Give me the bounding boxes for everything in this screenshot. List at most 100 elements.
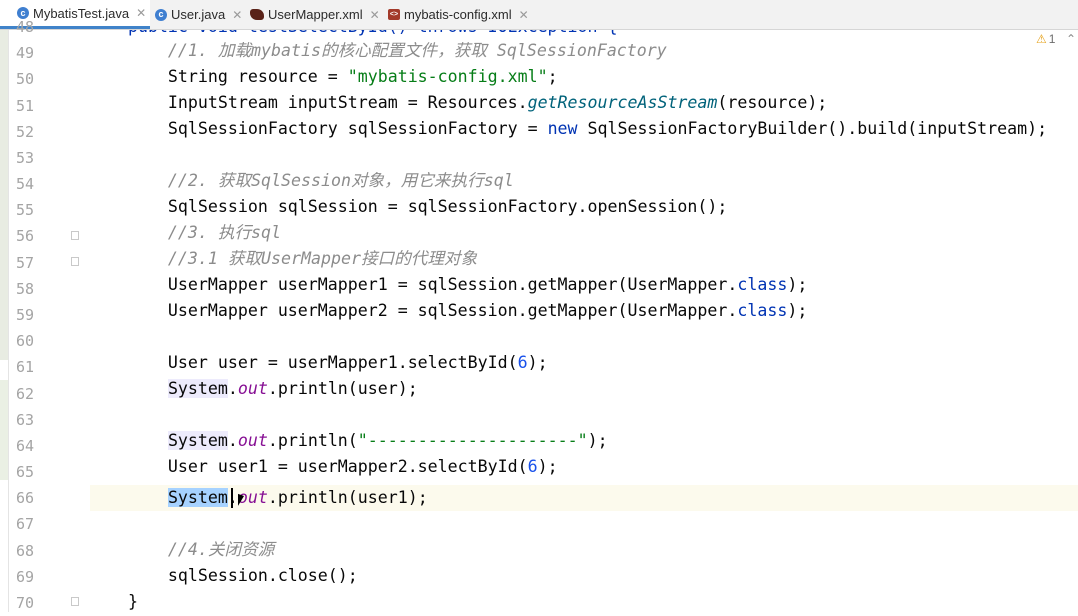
static-field: out — [237, 431, 268, 450]
tab-mybatistest-java[interactable]: MybatisTest.java ✕ — [0, 0, 150, 29]
selected-text: System — [167, 488, 228, 507]
fold-marker-icon[interactable] — [71, 231, 79, 240]
tab-mybatis-config-xml[interactable]: mybatis-config.xml ✕ — [388, 0, 529, 29]
indent — [88, 431, 168, 450]
code-line-51: InputStream inputStream = Resources.getR… — [88, 90, 827, 116]
code-line-66: System.out.println(user1); — [88, 485, 428, 511]
code-text: User user1 = userMapper2.selectById( — [88, 457, 528, 476]
static-method: getResourceAsStream — [527, 93, 718, 112]
string-literal: "---------------------" — [357, 431, 588, 450]
editor-tab-bar: MybatisTest.java ✕ User.java ✕ UserMappe… — [0, 0, 1078, 30]
code-line-64: System.out.println("--------------------… — [88, 428, 608, 454]
code-text: ); — [527, 353, 548, 372]
line-number: 58 — [15, 279, 34, 298]
keyword: class — [737, 275, 788, 294]
gutter-divider — [8, 30, 9, 612]
class-reference: System — [167, 431, 228, 450]
code-line-70: } — [88, 589, 138, 612]
code-line-57: //3.1 获取UserMapper接口的代理对象 — [88, 246, 477, 272]
code-line-49: //1. 加载mybatis的核心配置文件，获取 SqlSessionFacto… — [88, 38, 667, 64]
code-text: ); — [587, 431, 608, 450]
indent — [88, 379, 168, 398]
close-tab-icon[interactable]: ✕ — [518, 7, 529, 22]
line-number: 68 — [15, 541, 34, 560]
code-text: ); — [537, 457, 558, 476]
close-tab-icon[interactable]: ✕ — [369, 7, 380, 22]
code-text: String resource = — [88, 67, 348, 86]
code-line-54: //2. 获取SqlSession对象，用它来执行sql — [88, 168, 514, 194]
string-literal: "mybatis-config.xml" — [347, 67, 548, 86]
code-line-55: SqlSession sqlSession = sqlSessionFactor… — [88, 194, 727, 220]
line-number: 52 — [15, 122, 34, 141]
code-text: . — [227, 431, 238, 450]
number-literal: 6 — [527, 457, 538, 476]
line-number: 50 — [15, 70, 34, 89]
line-number: 66 — [15, 489, 34, 508]
line-number: 51 — [15, 96, 34, 115]
line-number-gutter[interactable] — [0, 30, 90, 612]
warning-icon: ⚠ — [1036, 32, 1047, 46]
java-class-icon — [155, 8, 167, 21]
code-text: sqlSession.close(); — [88, 566, 358, 585]
code-text: ); — [787, 275, 808, 294]
number-literal: 6 — [517, 353, 528, 372]
java-class-icon — [17, 7, 29, 19]
keyword: class — [737, 301, 788, 320]
code-line-59: UserMapper userMapper2 = sqlSession.getM… — [88, 298, 807, 324]
code-text: ; — [547, 67, 558, 86]
current-line-highlight — [90, 485, 1078, 511]
indent — [88, 488, 168, 507]
line-number: 70 — [15, 593, 34, 612]
line-number: 59 — [15, 305, 34, 324]
code-text: User user = userMapper1.selectById( — [88, 353, 518, 372]
code-text: .println(user1); — [267, 488, 428, 507]
code-text: .println( — [267, 431, 358, 450]
vcs-change-marker — [0, 380, 8, 480]
mybatis-xml-icon — [250, 9, 264, 20]
line-number: 57 — [15, 253, 34, 272]
code-line-56: //3. 执行sql — [88, 220, 281, 246]
fold-marker-icon[interactable] — [71, 257, 79, 266]
class-reference: System — [167, 379, 228, 398]
line-number: 56 — [15, 227, 34, 246]
tab-usermapper-xml[interactable]: UserMapper.xml ✕ — [250, 0, 380, 29]
code-editor[interactable]: public void testSelectById() throws IOEx… — [0, 30, 1078, 612]
static-field: out — [237, 488, 268, 507]
comment: //2. 获取SqlSession对象，用它来执行sql — [88, 171, 514, 190]
line-number: 49 — [15, 44, 34, 63]
code-text: SqlSessionFactory sqlSessionFactory = — [88, 119, 548, 138]
tab-user-java[interactable]: User.java ✕ — [155, 0, 242, 29]
chevron-up-icon[interactable]: ⌃ — [1066, 32, 1077, 46]
line-number: 61 — [15, 358, 34, 377]
line-number: 62 — [15, 384, 34, 403]
code-line-62: System.out.println(user); — [88, 376, 418, 402]
line-number: 60 — [15, 332, 34, 351]
line-number: 55 — [15, 201, 34, 220]
line-number: 67 — [15, 515, 34, 534]
comment: //1. 加载mybatis的核心配置文件，获取 SqlSessionFacto… — [88, 41, 667, 60]
code-line-61: User user = userMapper1.selectById(6); — [88, 350, 548, 376]
line-number: 48 — [15, 18, 34, 36]
code-text: SqlSession sqlSession = sqlSessionFactor… — [88, 197, 728, 216]
code-text: UserMapper userMapper2 = sqlSession.getM… — [88, 301, 738, 320]
tab-label: UserMapper.xml — [268, 7, 363, 22]
code-line-50: String resource = "mybatis-config.xml"; — [88, 64, 558, 90]
code-line-68: //4.关闭资源 — [88, 537, 274, 563]
code-text: (resource); — [717, 93, 828, 112]
code-line-69: sqlSession.close(); — [88, 563, 358, 589]
close-tab-icon[interactable]: ✕ — [136, 6, 147, 20]
tab-label: MybatisTest.java — [33, 5, 130, 21]
close-tab-icon[interactable]: ✕ — [232, 7, 243, 22]
code-text: } — [88, 592, 138, 611]
inspection-widget[interactable]: ⚠ 1 — [1036, 32, 1055, 46]
line-number: 65 — [15, 463, 34, 482]
line-number: 53 — [15, 148, 34, 167]
comment: //3.1 获取UserMapper接口的代理对象 — [88, 249, 478, 268]
comment: //4.关闭资源 — [88, 540, 275, 559]
fold-marker-icon[interactable] — [71, 597, 79, 606]
static-field: out — [237, 379, 268, 398]
code-text: InputStream inputStream = Resources. — [88, 93, 528, 112]
code-text: ); — [787, 301, 808, 320]
code-text: SqlSessionFactoryBuilder().build(inputSt… — [577, 119, 1048, 138]
vcs-change-marker — [0, 30, 8, 360]
